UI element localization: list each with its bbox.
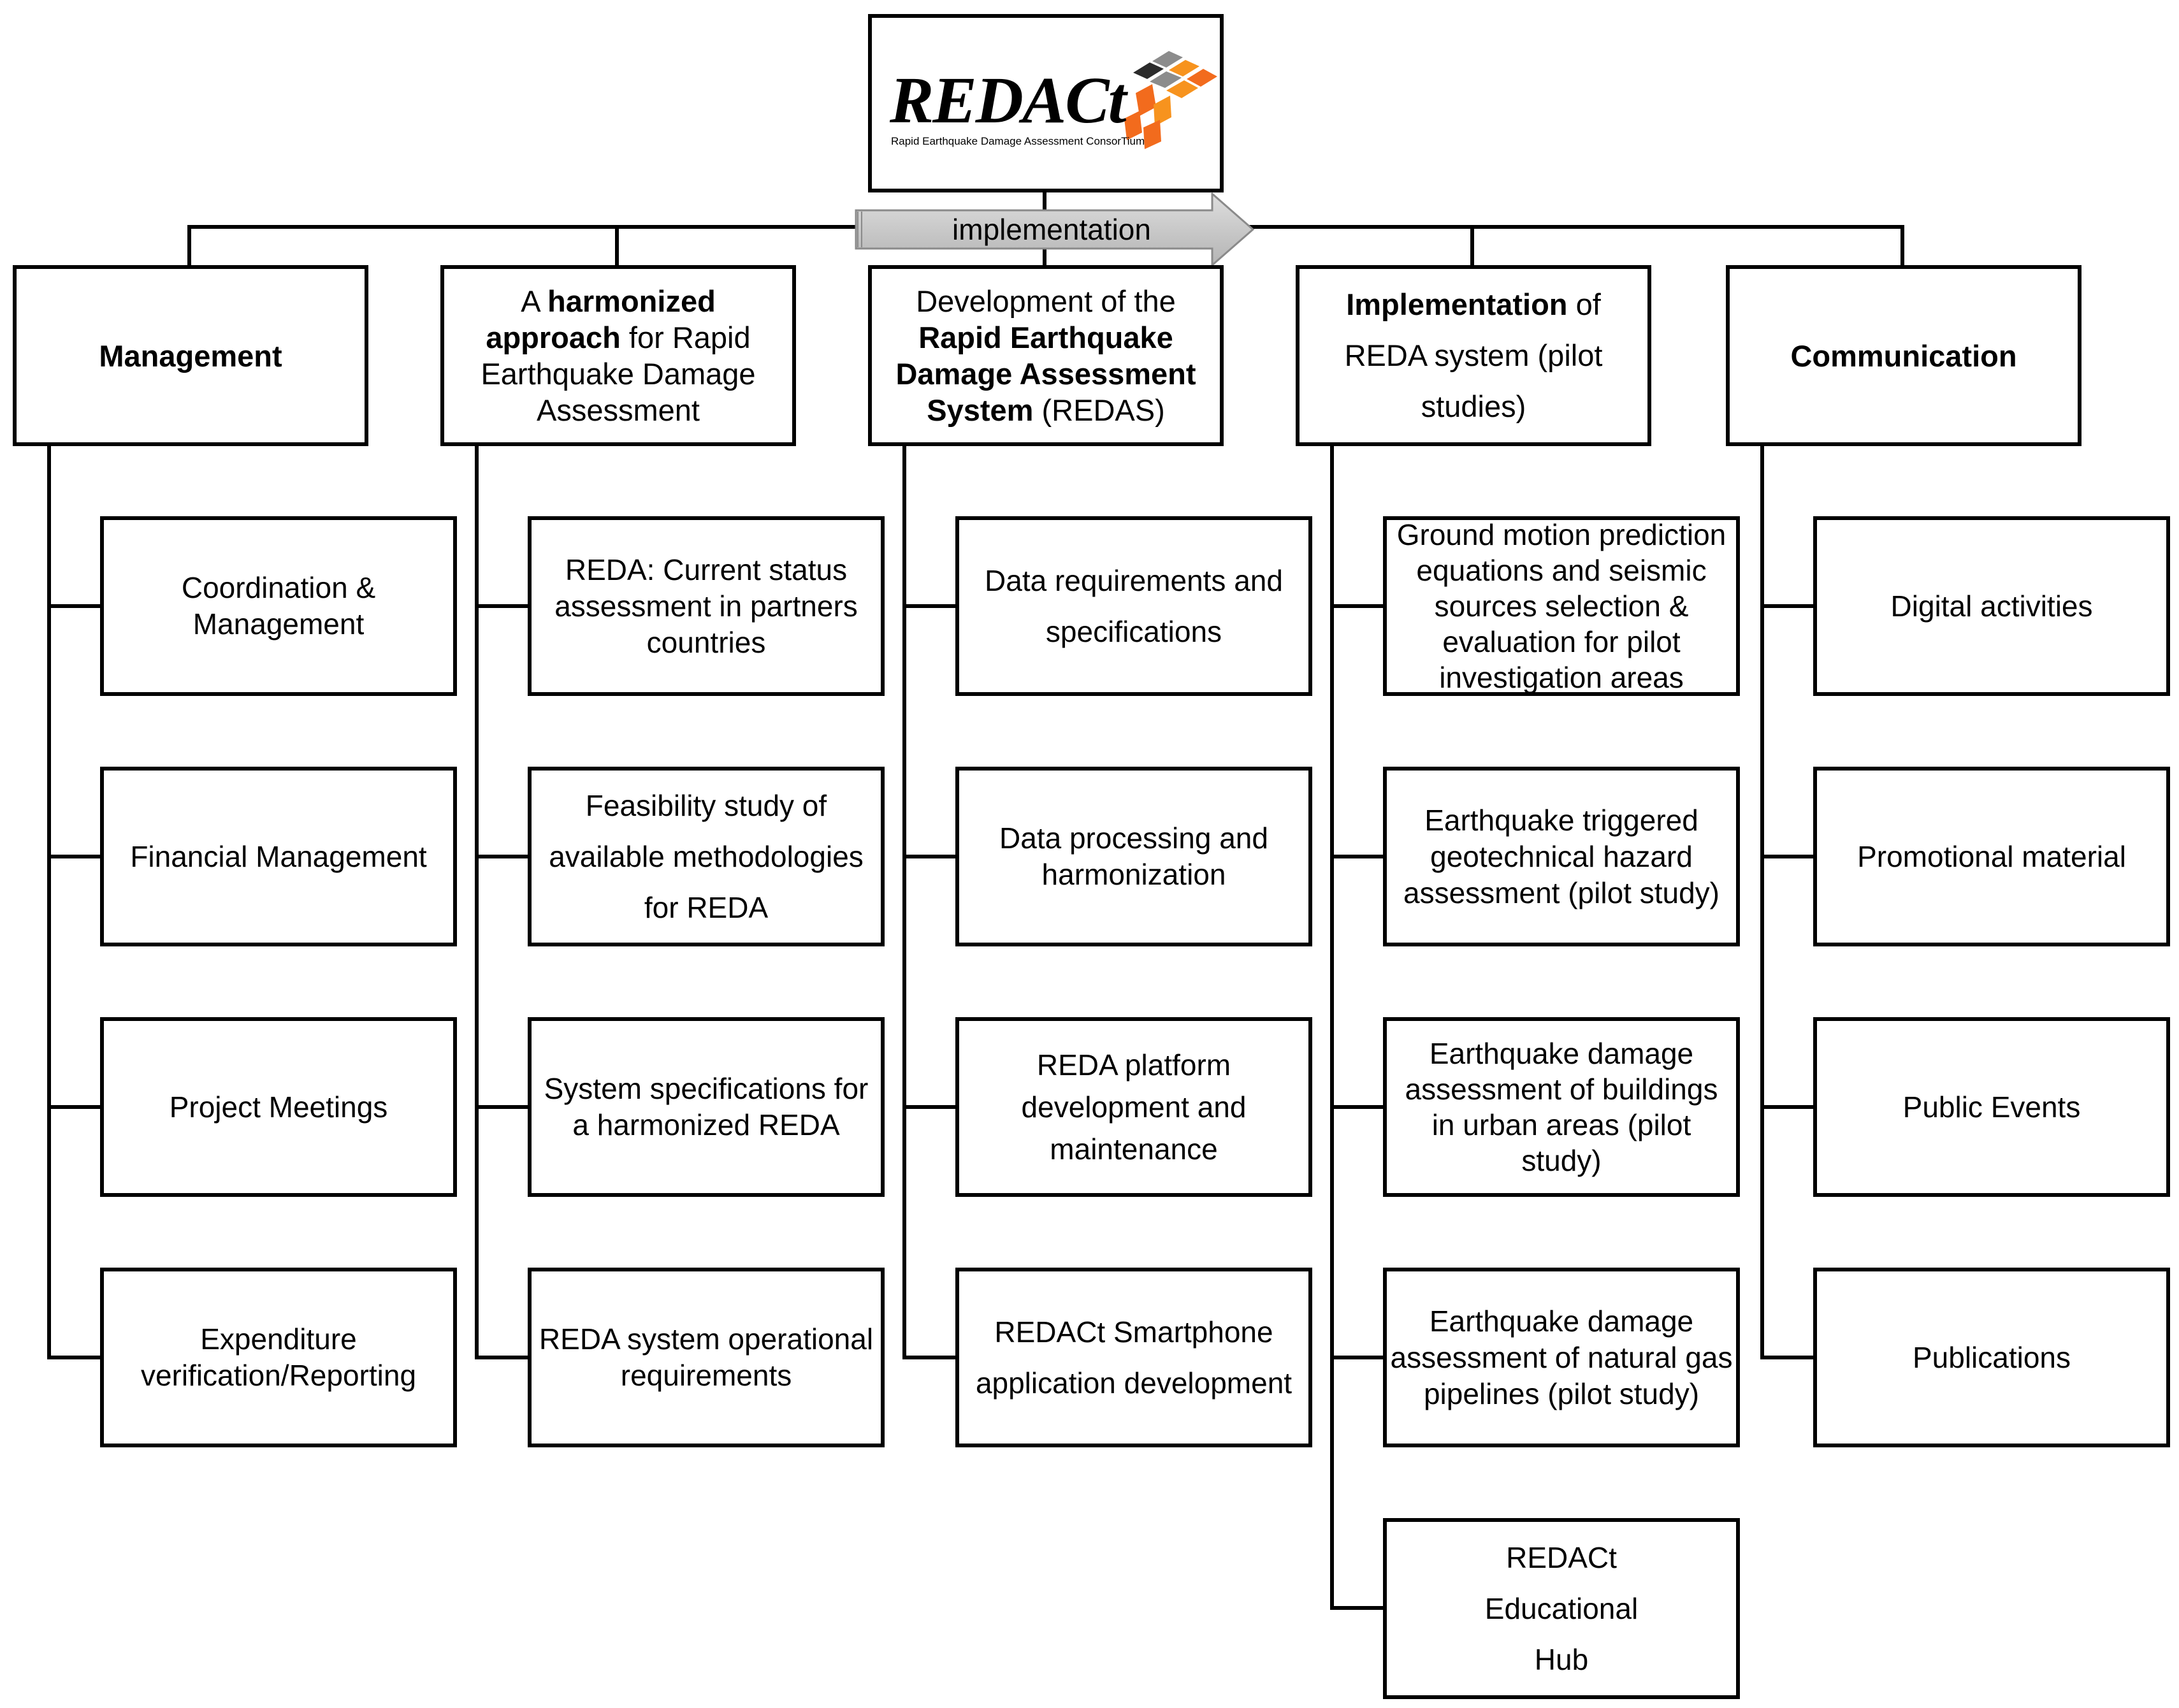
- header-communication-title: Communication: [1790, 338, 2017, 373]
- header-management: Management: [13, 265, 368, 446]
- branch: [475, 855, 530, 858]
- task-box: Data requirements and specifications: [955, 516, 1312, 696]
- header-harmonized-approach-title: A harmonized approach for Rapid Earthqua…: [481, 284, 756, 427]
- branch: [1330, 604, 1385, 608]
- task-label: Coordination & Management: [181, 571, 376, 640]
- task-label: Publications: [1912, 1340, 2071, 1374]
- logo-wordmark: REDACt: [890, 64, 1126, 137]
- spine-communication: [1760, 444, 1764, 1357]
- task-label: Public Events: [1902, 1090, 2081, 1124]
- header-harmonized-approach: A harmonized approach for Rapid Earthqua…: [440, 265, 796, 446]
- task-label: Promotional material: [1857, 839, 2126, 873]
- branch: [475, 604, 530, 608]
- task-box: REDA: Current status assessment in partn…: [528, 516, 885, 696]
- branch: [1330, 1606, 1385, 1610]
- task-label: REDA system operational requirements: [539, 1322, 874, 1392]
- branch: [1760, 604, 1815, 608]
- header-implementation-title: Implementation of REDA system (pilot stu…: [1344, 287, 1603, 423]
- implementation-arrow-label: implementation: [952, 213, 1151, 246]
- task-box: Feasibility study of available methodolo…: [528, 767, 885, 946]
- branch: [1760, 855, 1815, 858]
- task-label: Expenditure verification/Reporting: [140, 1322, 417, 1392]
- task-box: Project Meetings: [100, 1017, 457, 1197]
- drop-harmonized: [615, 225, 619, 267]
- branch: [475, 1356, 530, 1359]
- task-box: Promotional material: [1813, 767, 2170, 946]
- spine-implementation: [1330, 444, 1334, 1610]
- task-label: Ground motion prediction equations and s…: [1396, 518, 1727, 694]
- task-box: REDACt Smartphone application developmen…: [955, 1268, 1312, 1447]
- drop-implementation: [1470, 225, 1474, 267]
- branch: [1330, 855, 1385, 858]
- logo-tagline: Rapid Earthquake Damage Assessment Conso…: [891, 135, 1145, 147]
- task-box: Coordination & Management: [100, 516, 457, 696]
- spine-management: [47, 444, 51, 1357]
- header-redas-development: Development of the Rapid Earthquake Dama…: [868, 265, 1224, 446]
- task-box: Digital activities: [1813, 516, 2170, 696]
- logo-box: REDACt Rapid Earthquake Damage Assessmen…: [868, 14, 1224, 192]
- branch: [47, 855, 102, 858]
- branch: [1330, 1105, 1385, 1109]
- task-label: Earthquake triggered geotechnical hazard…: [1403, 803, 1719, 909]
- branch: [1330, 1356, 1385, 1359]
- task-box: Publications: [1813, 1268, 2170, 1447]
- drop-communication: [1900, 225, 1904, 267]
- branch: [902, 1356, 957, 1359]
- branch: [47, 604, 102, 608]
- spine-redas: [902, 444, 906, 1357]
- task-box: Data processing and harmonization: [955, 767, 1312, 946]
- branch: [902, 1105, 957, 1109]
- task-label: Data processing and harmonization: [999, 821, 1268, 891]
- task-label: Earthquake damage assessment of building…: [1405, 1037, 1718, 1177]
- logo-tiles-icon: [1124, 51, 1217, 149]
- drop-management: [187, 225, 191, 267]
- task-box: Earthquake triggered geotechnical hazard…: [1383, 767, 1740, 946]
- logo-stem: [1043, 190, 1046, 227]
- header-redas-development-title: Development of the Rapid Earthquake Dama…: [895, 284, 1196, 427]
- header-implementation: Implementation of REDA system (pilot stu…: [1296, 265, 1651, 446]
- header-management-title: Management: [99, 338, 282, 373]
- task-box: Earthquake damage assessment of building…: [1383, 1017, 1740, 1197]
- task-label: Project Meetings: [169, 1090, 388, 1124]
- task-box: Public Events: [1813, 1017, 2170, 1197]
- implementation-arrow-icon: [855, 191, 1255, 268]
- task-label: REDA platform development and maintenanc…: [1021, 1048, 1247, 1166]
- task-box: REDA platform development and maintenanc…: [955, 1017, 1312, 1197]
- task-label: REDACt Smartphone application developmen…: [975, 1315, 1292, 1400]
- task-label: REDA: Current status assessment in partn…: [554, 553, 858, 659]
- task-label: Earthquake damage assessment of natural …: [1390, 1304, 1733, 1410]
- branch: [47, 1105, 102, 1109]
- task-box: Financial Management: [100, 767, 457, 946]
- header-communication: Communication: [1726, 265, 2081, 446]
- task-label: Digital activities: [1890, 589, 2093, 623]
- task-label: Data requirements and specifications: [985, 564, 1283, 648]
- task-box: Ground motion prediction equations and s…: [1383, 516, 1740, 696]
- branch: [902, 604, 957, 608]
- task-box: Expenditure verification/Reporting: [100, 1268, 457, 1447]
- branch: [1760, 1356, 1815, 1359]
- task-box: Earthquake damage assessment of natural …: [1383, 1268, 1740, 1447]
- task-label: Feasibility study of available methodolo…: [549, 789, 864, 924]
- task-box: REDACt Educational Hub: [1383, 1518, 1740, 1699]
- task-label: System specifications for a harmonized R…: [544, 1072, 869, 1141]
- branch: [475, 1105, 530, 1109]
- task-label: REDACt Educational Hub: [1484, 1541, 1639, 1676]
- spine-harmonized: [475, 444, 479, 1357]
- branch: [902, 855, 957, 858]
- branch: [47, 1356, 102, 1359]
- task-box: System specifications for a harmonized R…: [528, 1017, 885, 1197]
- task-box: REDA system operational requirements: [528, 1268, 885, 1447]
- task-label: Financial Management: [130, 839, 427, 873]
- branch: [1760, 1105, 1815, 1109]
